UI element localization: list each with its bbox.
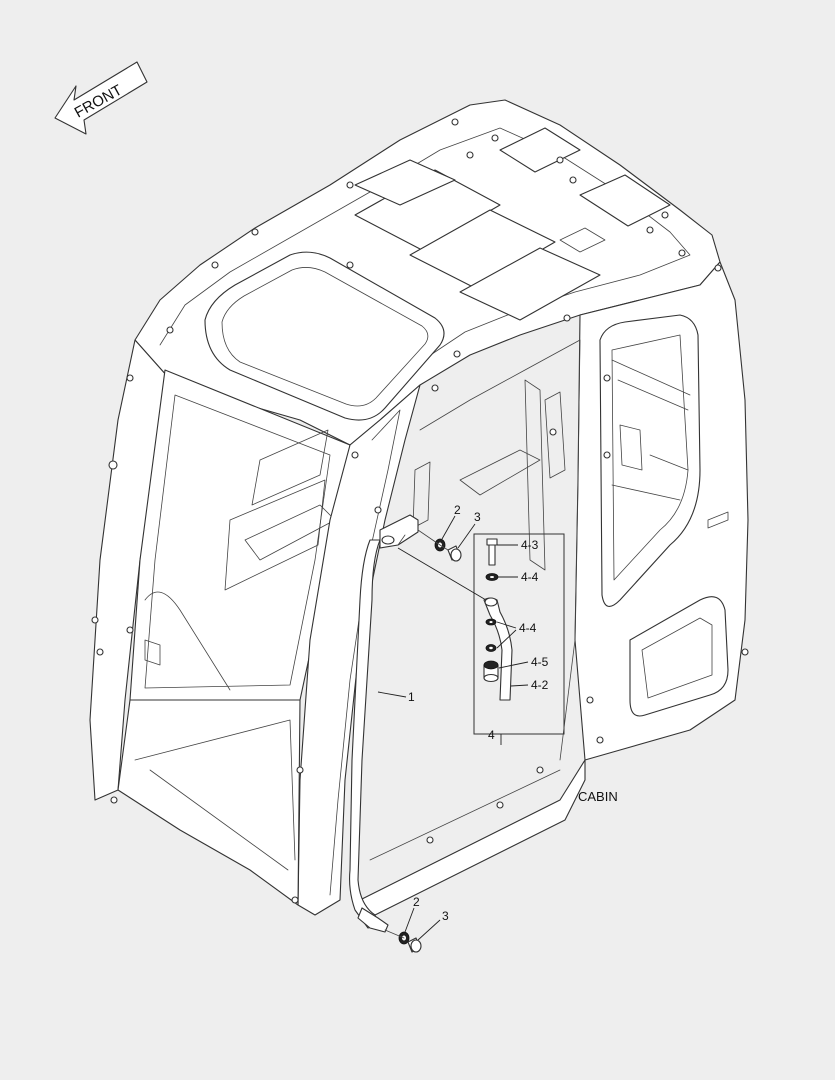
cabin-body	[89, 99, 749, 921]
callout-leaders	[377, 515, 502, 941]
callout-2-bottom: 2	[413, 895, 420, 909]
front-direction-arrow: FRONT	[54, 61, 148, 135]
callout-4-2: 4-2	[531, 678, 549, 692]
callout-4-3: 4-3	[521, 538, 539, 552]
callout-4: 4	[488, 728, 495, 742]
handrail	[349, 514, 419, 933]
handrail-bottom-bracket	[357, 907, 389, 933]
cabin-label: CABIN	[578, 789, 618, 804]
callout-4-4-a: 4-4	[521, 570, 539, 584]
callout-2-top: 2	[454, 503, 461, 517]
callout-labels: 1 2 3 2 3 4 4-3 4-4 4-4 4-5 4-2 CABIN	[408, 503, 618, 923]
callout-3-bottom: 3	[442, 909, 449, 923]
subassembly-4	[397, 533, 565, 735]
top-fasteners	[417, 529, 462, 562]
cabin-middle-pillar	[297, 384, 421, 916]
cabin-floor-frame	[117, 699, 301, 906]
callout-4-5: 4-5	[531, 655, 549, 669]
callout-3-top: 3	[474, 510, 481, 524]
cabin-roof-window	[204, 251, 445, 421]
subassembly-4-frame	[473, 533, 565, 735]
callout-4-4-b: 4-4	[519, 621, 537, 635]
sub-bolt-4-3	[488, 544, 496, 566]
bottom-fasteners	[384, 929, 422, 953]
callout-1: 1	[408, 690, 415, 704]
